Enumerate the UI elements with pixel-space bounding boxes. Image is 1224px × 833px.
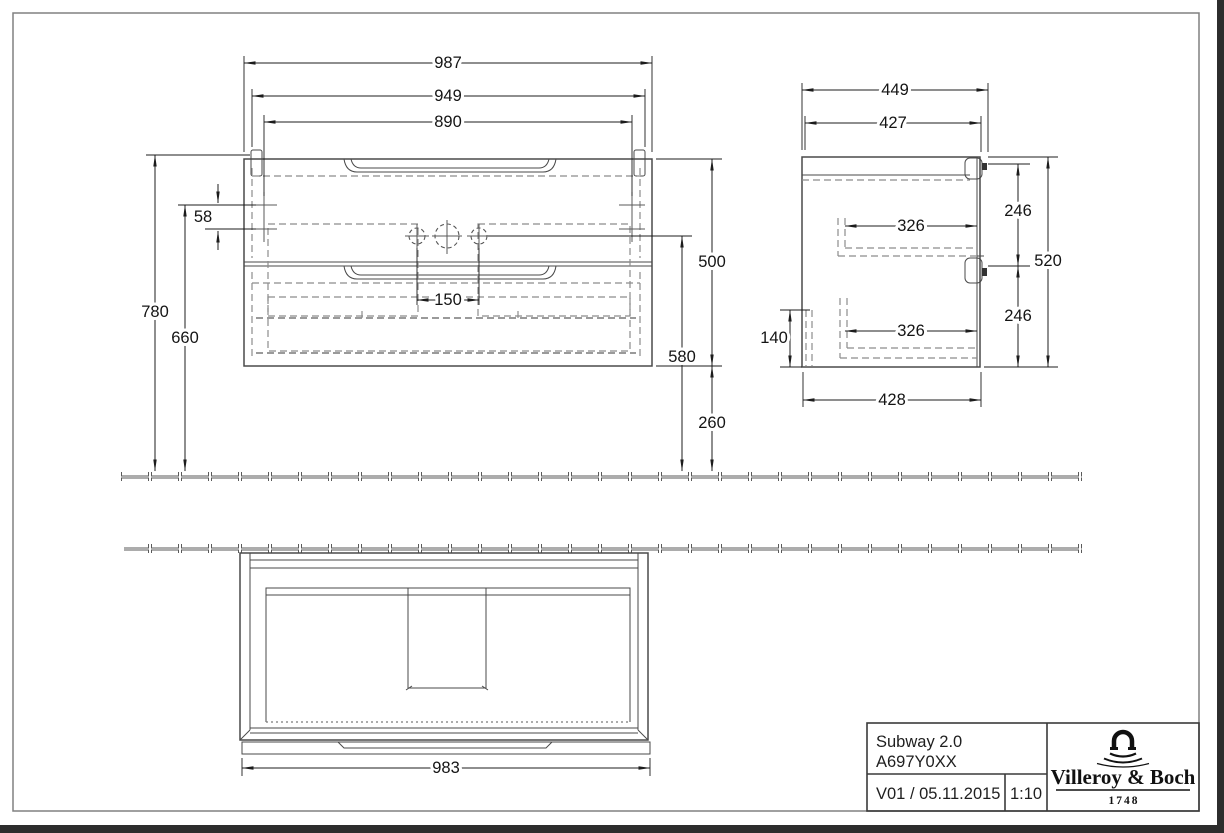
front-cabinet-outline (243, 149, 653, 367)
dim-front-cabinet-height: 500 (698, 253, 726, 271)
front-hidden-lines (251, 168, 641, 356)
dim-side-total-height: 520 (1034, 252, 1062, 270)
dim-faucet-height: 580 (668, 348, 696, 366)
dim-side-recess-height: 140 (760, 329, 788, 347)
floor-hatch (120, 472, 1082, 481)
wall-hatch (124, 544, 1082, 553)
dim-side-body-depth: 427 (879, 114, 907, 132)
brand-name-label: Villeroy & Boch (1051, 765, 1196, 789)
side-cabinet-outline (801, 156, 987, 368)
front-view: 987 949 890 58 780 660 150 500 (138, 51, 729, 472)
dim-side-overall-depth: 449 (881, 81, 909, 99)
page-border (12, 12, 1200, 812)
version-date-label: V01 / 05.11.2015 (876, 785, 1000, 803)
mounting-crosses (251, 192, 645, 242)
lower-drawer-handle-recess (343, 265, 557, 280)
dim-front-mount-offset: 58 (194, 208, 212, 226)
dim-side-bottom-depth: 428 (878, 391, 906, 409)
dim-side-lower-drawer-depth: 326 (897, 322, 925, 340)
side-hidden-lines (805, 218, 977, 366)
wall-bracket-upper (982, 163, 987, 170)
dim-side-upper-drawer-front: 246 (1004, 202, 1032, 220)
dim-front-overall-width: 987 (434, 54, 462, 72)
top-cabinet-outline (239, 552, 651, 755)
dim-top-body-width: 983 (432, 759, 460, 777)
product-line-label: Subway 2.0 (876, 733, 962, 751)
brand-year-label: 1748 (1109, 795, 1140, 807)
side-view: 449 427 246 246 520 326 326 140 (757, 78, 1065, 412)
front-dimensions: 987 949 890 58 780 660 150 500 (138, 51, 729, 472)
dim-front-height-to-top: 780 (141, 303, 169, 321)
dim-side-lower-drawer-front: 246 (1004, 307, 1032, 325)
scale-label: 1:10 (1010, 785, 1042, 803)
front-edge-band (241, 741, 651, 755)
sink-cutout (407, 594, 487, 689)
upper-drawer-handle-recess (343, 158, 557, 173)
dim-front-inner-width: 949 (434, 87, 462, 105)
fountain-arch-icon (1096, 729, 1150, 768)
window-bottom-edge (0, 825, 1224, 833)
dim-side-upper-drawer-depth: 326 (897, 217, 925, 235)
dim-front-mount-spacing: 890 (434, 113, 462, 131)
dim-faucet-spacing: 150 (434, 291, 462, 309)
wall-bracket-lower (982, 268, 987, 276)
dim-clearance-below: 260 (698, 414, 726, 432)
faucet-holes (405, 220, 692, 305)
side-dimensions: 449 427 246 246 520 326 326 140 (757, 78, 1065, 412)
title-block: Subway 2.0 A697Y0XX V01 / 05.11.2015 1:1… (866, 722, 1200, 812)
window-right-edge (1217, 0, 1224, 833)
top-view: 983 (239, 552, 651, 780)
article-number-label: A697Y0XX (876, 753, 957, 771)
dim-front-height-to-mount: 660 (171, 329, 199, 347)
top-dimensions: 983 (241, 756, 651, 780)
